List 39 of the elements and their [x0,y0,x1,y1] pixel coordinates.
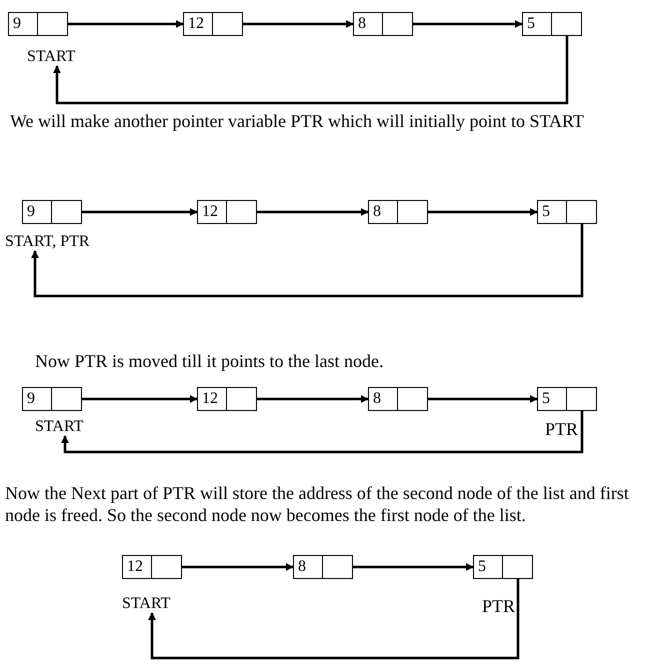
list-node-box: 12 [197,387,257,411]
list-node-box: 5 [473,555,533,579]
note-text: Now the Next part of PTR will store the address of the second node of the list and first node is freed. So the second node now becomes the first node of the list. [5,482,630,526]
list-node-box: 5 [537,387,597,411]
pointer-arrow [61,411,584,454]
pointer-arrow [428,208,538,216]
list-node-box: 8 [353,12,413,36]
list-node-box: 12 [122,555,182,579]
list-node-box: 12 [183,12,243,36]
list-node-box: 9 [22,387,82,411]
pointer-arrow [68,20,184,28]
list-node-box: 9 [22,200,82,224]
pointer-label: PTR [482,595,516,617]
pointer-arrow [53,36,568,104]
pointer-arrow [428,395,538,403]
pointer-arrow [257,395,369,403]
pointer-label: START [27,48,76,66]
list-node-box: 9 [8,12,68,36]
list-node-box: 8 [368,200,428,224]
note-text: Now PTR is moved till it points to the last node. [35,350,384,372]
pointer-arrow [82,208,198,216]
pointer-label: START [35,418,84,436]
pointer-arrow [413,20,523,28]
pointer-label: START [122,595,170,613]
pointer-arrow [243,20,354,28]
pointer-arrow [31,224,584,298]
pointer-arrow [82,395,198,403]
list-node-box: 5 [537,200,597,224]
list-node-box: 12 [197,200,257,224]
pointer-label: START, PTR [5,233,90,251]
pointer-arrow [182,563,294,571]
list-node-box: 8 [293,555,353,579]
pointer-arrow [257,208,369,216]
pointer-arrow [353,563,474,571]
list-node-box: 8 [368,387,428,411]
note-text: We will make another pointer variable PTR which will initially point to START [10,110,585,132]
pointer-arrow [148,579,520,660]
list-node-box: 5 [522,12,582,36]
pointer-label: PTR [545,418,578,440]
